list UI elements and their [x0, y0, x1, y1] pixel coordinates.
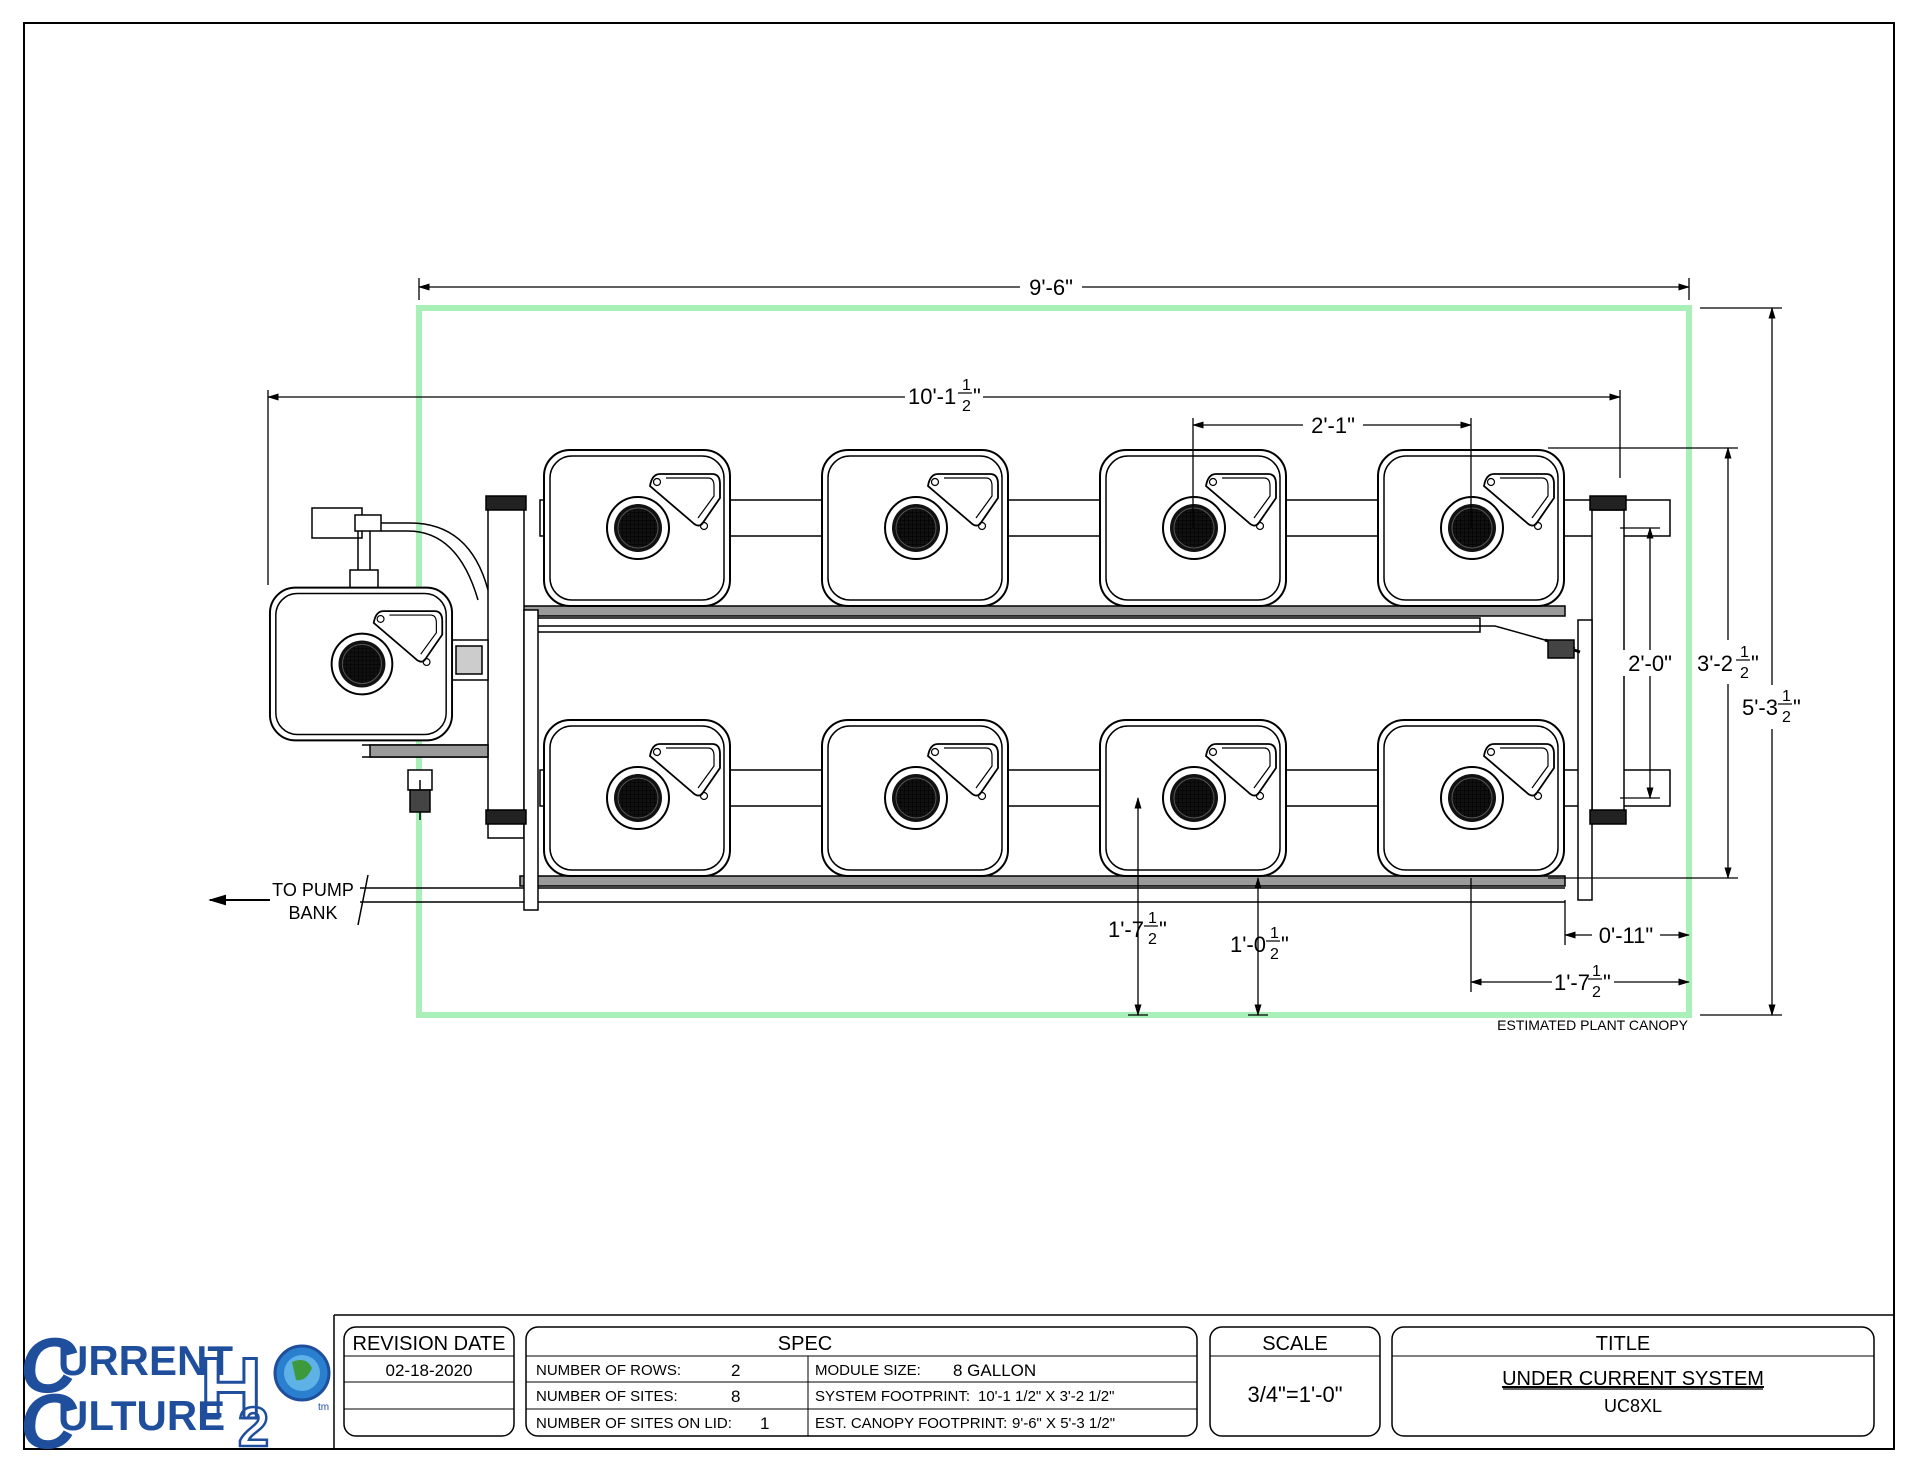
pump-label-line2: BANK: [288, 903, 337, 923]
revision-date: 02-18-2020: [386, 1361, 473, 1380]
svg-text:": ": [1793, 695, 1801, 720]
spec-box: SPEC NUMBER OF ROWS: 2 NUMBER OF SITES: …: [525, 1326, 1198, 1437]
svg-text:URRENT: URRENT: [58, 1337, 233, 1384]
svg-text:": ": [1751, 651, 1759, 676]
title-line2: UC8XL: [1604, 1396, 1662, 1416]
bottom-offset-b-dim: 1'-0: [1230, 932, 1266, 957]
svg-text:1: 1: [1782, 688, 1791, 705]
revision-box: REVISION DATE 02-18-2020: [343, 1326, 515, 1437]
svg-text:": ": [1159, 917, 1167, 942]
rows-label: NUMBER OF ROWS:: [536, 1362, 681, 1379]
svg-text:1: 1: [1148, 910, 1157, 927]
svg-text:2: 2: [238, 1395, 269, 1458]
svg-text:ULTURE: ULTURE: [58, 1392, 225, 1439]
svg-text:": ": [1281, 932, 1289, 957]
svg-text:": ": [1603, 970, 1611, 995]
sheet-border: [23, 22, 1895, 1450]
svg-text:2: 2: [1782, 709, 1791, 726]
title-header: TITLE: [1596, 1333, 1650, 1355]
spec-header: SPEC: [778, 1333, 832, 1355]
module-spacing-dim: 2'-1": [1311, 413, 1355, 438]
svg-text:C: C: [20, 1377, 78, 1465]
module: [821, 449, 1009, 607]
module: [543, 449, 731, 607]
svg-text:2: 2: [1740, 665, 1749, 682]
pump-bank-arrow: TO PUMP BANK: [208, 874, 369, 926]
module: [1377, 719, 1565, 877]
svg-text:": ": [973, 384, 981, 409]
canopy-label: ESTIMATED PLANT CANOPY: [1497, 1017, 1689, 1033]
logo: C URRENT C ULTURE H 2 tm: [20, 1321, 331, 1465]
canopy-width-dim: 9'-6": [1029, 275, 1073, 300]
title-box: TITLE UNDER CURRENT SYSTEM UC8XL: [1391, 1326, 1875, 1437]
rows-value: 2: [731, 1361, 740, 1380]
scale-box: SCALE 3/4"=1'-0": [1209, 1326, 1381, 1437]
revision-header: REVISION DATE: [353, 1333, 506, 1355]
footprint-value: 10'-1 1/2" X 3'-2 1/2": [978, 1388, 1114, 1405]
control-bucket: [268, 586, 454, 742]
right-offset-2-dim: 1'-7: [1554, 970, 1590, 995]
right-offset-dim: 0'-11": [1599, 923, 1653, 948]
bottom-offset-a-dim: 1'-7: [1108, 917, 1144, 942]
footprint-label: SYSTEM FOOTPRINT:: [815, 1388, 970, 1405]
system-width-dim: 10'-1: [908, 384, 956, 409]
sites-label: NUMBER OF SITES:: [536, 1388, 678, 1405]
canopy-value: 9'-6" X 5'-3 1/2": [1012, 1415, 1115, 1432]
svg-text:1: 1: [1270, 925, 1279, 942]
lid-label: NUMBER OF SITES ON LID:: [536, 1415, 732, 1432]
row-spacing-dim: 2'-0": [1628, 651, 1672, 676]
scale-value: 3/4"=1'-0": [1247, 1382, 1342, 1407]
sites-value: 8: [731, 1387, 740, 1406]
svg-text:2: 2: [962, 398, 971, 415]
dimension-labels: 9'-6" 10'-1 1 2 " 2'-1" 2'-0" 3'-2 1 2 "…: [905, 274, 1806, 1008]
svg-text:C: C: [20, 1321, 78, 1409]
pump-label-line1: TO PUMP: [272, 880, 354, 900]
lid-value: 1: [760, 1414, 769, 1433]
scale-header: SCALE: [1262, 1333, 1328, 1355]
svg-text:2: 2: [1148, 931, 1157, 948]
module-value: 8 GALLON: [953, 1361, 1036, 1380]
svg-text:2: 2: [1270, 946, 1279, 963]
svg-text:1: 1: [962, 377, 971, 394]
title-line1: UNDER CURRENT SYSTEM: [1502, 1368, 1764, 1390]
module: [543, 719, 731, 877]
canopy-depth-dim: 5'-3: [1742, 695, 1778, 720]
svg-text:1: 1: [1592, 963, 1601, 980]
canopy-label-spec: EST. CANOPY FOOTPRINT:: [815, 1415, 1007, 1432]
system-depth-dim: 3'-2: [1697, 651, 1733, 676]
plant-canopy-outline: [416, 305, 1692, 1018]
svg-text:2: 2: [1592, 984, 1601, 1001]
module-label: MODULE SIZE:: [815, 1362, 921, 1379]
module: [1099, 719, 1287, 877]
module: [821, 719, 1009, 877]
svg-text:1: 1: [1740, 644, 1749, 661]
svg-text:tm: tm: [318, 1402, 329, 1413]
svg-text:H: H: [200, 1341, 262, 1437]
